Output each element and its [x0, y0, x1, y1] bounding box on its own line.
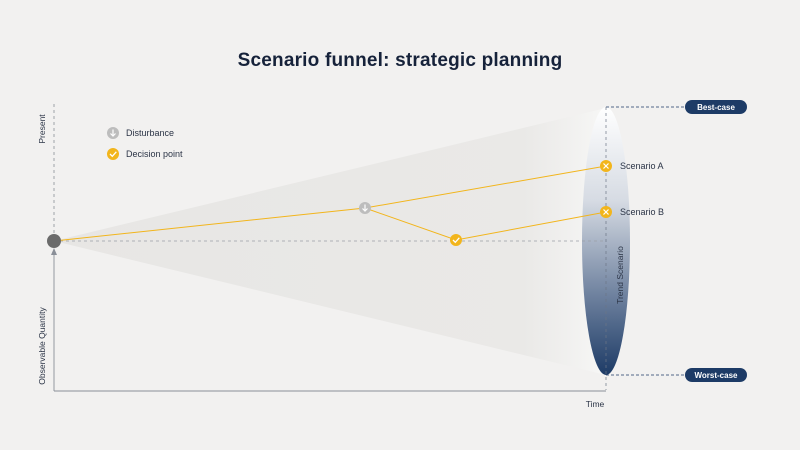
scenario-a-marker — [600, 160, 612, 172]
legend: Disturbance Decision point — [107, 127, 183, 160]
legend-label-decision-point: Decision point — [126, 149, 183, 159]
check-icon — [109, 151, 117, 158]
worst-case-label: Worst-case — [695, 371, 739, 380]
x-axis-time-label: Time — [586, 399, 605, 409]
scenario-a-label: Scenario A — [620, 161, 664, 171]
y-axis-present-label: Present — [37, 114, 47, 144]
diagram-title: Scenario funnel: strategic planning — [237, 50, 563, 71]
x-icon — [603, 209, 609, 215]
down-arrow-icon — [362, 204, 368, 212]
disturbance-marker — [359, 202, 371, 214]
trend-scenario-label: Trend Scenario — [615, 246, 625, 304]
legend-item-disturbance: Disturbance — [107, 127, 174, 139]
legend-label-disturbance: Disturbance — [126, 128, 174, 138]
best-case-label: Best-case — [697, 103, 735, 112]
down-arrow-icon — [110, 129, 116, 137]
y-axis-quantity-label: Observable Quantity — [37, 307, 47, 385]
x-icon — [603, 163, 609, 169]
decision-point-marker — [450, 234, 462, 246]
y-axis-arrowhead — [51, 248, 57, 255]
funnel-cone — [54, 108, 606, 375]
worst-case-badge: Worst-case — [685, 368, 747, 382]
scenario-b-marker — [600, 206, 612, 218]
legend-item-decision-point: Decision point — [107, 148, 183, 160]
scenario-b-label: Scenario B — [620, 207, 664, 217]
check-icon — [452, 237, 460, 244]
start-node — [47, 234, 61, 248]
best-case-badge: Best-case — [685, 100, 747, 114]
